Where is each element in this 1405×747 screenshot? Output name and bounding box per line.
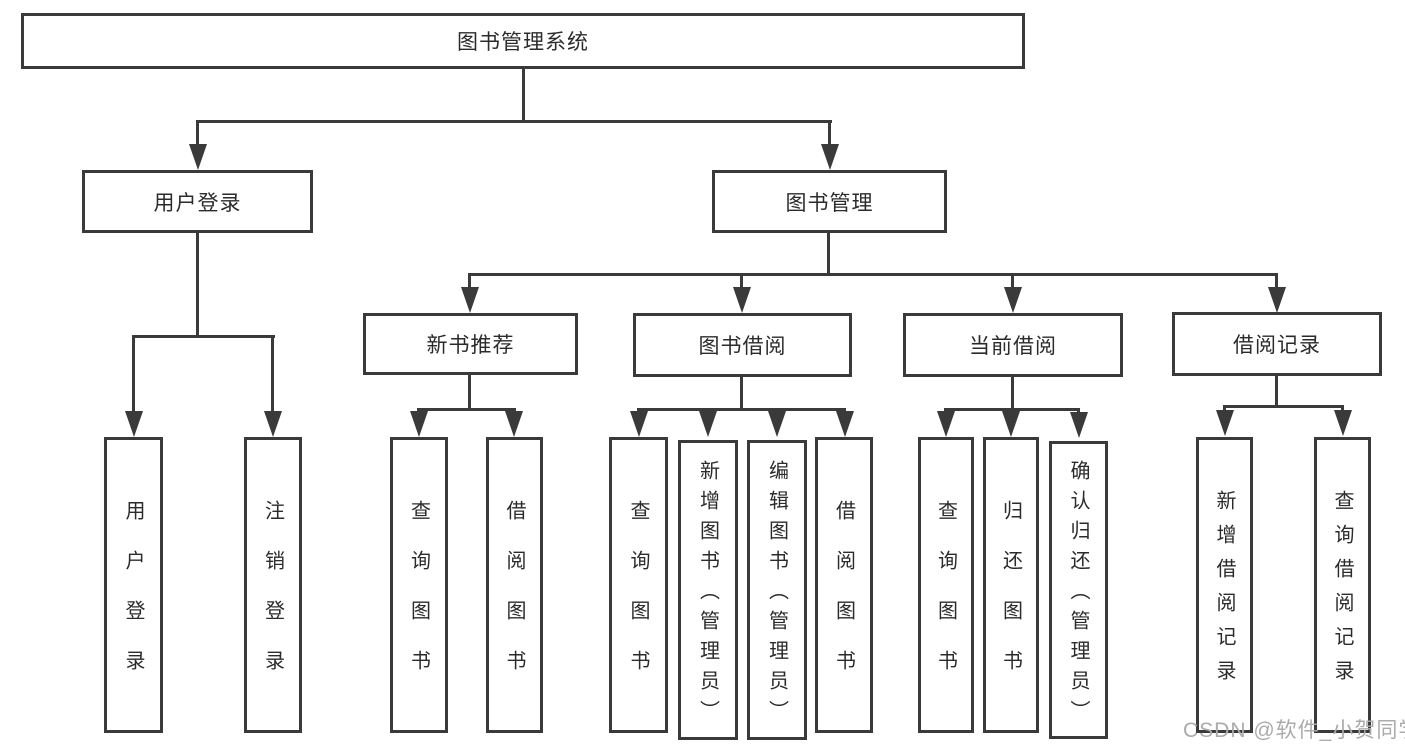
node-leaf-borrow-books: 借阅图书 [815,437,873,733]
node-library-system: 图书管理系统 [21,13,1025,69]
node-leaf-return-books: 归还图书 [983,437,1039,733]
arrowhead-down-icon [836,411,854,437]
node-leaf-edit-books-admin: 编辑图书（管理员） [747,440,807,740]
arrowhead-down-icon [410,411,428,437]
node-label: 借阅记录 [1233,334,1321,357]
node-new-book-recommend: 新书推荐 [363,313,578,375]
connector-line [1011,273,1014,289]
arrowhead-down-icon [699,411,717,437]
node-label: 确认归还（管理员） [1067,460,1089,730]
node-current-borrow: 当前借阅 [903,313,1123,377]
node-label: 归还图书 [999,500,1022,700]
node-leaf-add-books-admin: 新增图书（管理员） [678,440,738,740]
node-leaf-user-login: 用户登录 [104,437,163,733]
node-label: 图书管理系统 [457,31,589,54]
node-label: 查询图书 [934,500,957,700]
connector-line [1275,273,1278,289]
node-leaf-add-borrow-record: 新增借阅记录 [1196,437,1253,733]
arrowhead-down-icon [461,287,479,313]
connector-line [637,408,846,411]
connector-line [828,120,831,146]
arrowhead-down-icon [768,411,786,437]
arrowhead-down-icon [264,411,282,437]
connector-line [1011,377,1014,408]
arrowhead-down-icon [125,411,143,437]
node-leaf-query-books: 查询图书 [918,437,974,733]
node-label: 图书借阅 [698,335,787,358]
node-label: 查询图书 [627,500,649,700]
node-label: 图书管理 [785,191,874,215]
arrowhead-down-icon [733,287,751,313]
arrowhead-down-icon [1004,287,1022,313]
connector-line [827,233,830,273]
arrowhead-down-icon [1070,412,1088,438]
connector-line [468,375,471,408]
node-leaf-borrow-books: 借阅图书 [486,437,543,733]
connector-line [196,120,832,123]
arrowhead-down-icon [821,144,839,170]
node-label: 当前借阅 [969,335,1057,358]
node-label: 新书推荐 [426,334,515,357]
node-book-management: 图书管理 [712,170,947,233]
arrowhead-down-icon [1334,410,1352,436]
connector-line [196,233,199,335]
node-label: 查询图书 [407,500,430,700]
node-user-login: 用户登录 [82,170,313,233]
node-label: 借阅图书 [503,500,525,700]
arrowhead-down-icon [630,411,648,437]
connector-line [132,335,275,338]
node-book-borrow: 图书借阅 [633,313,852,377]
connector-line [196,120,199,146]
arrowhead-down-icon [937,411,955,437]
connector-line [740,273,743,289]
node-leaf-query-books: 查询图书 [390,437,448,733]
connector-line [740,377,743,408]
node-leaf-query-books: 查询图书 [609,437,668,733]
connector-line [271,335,274,413]
connector-line [522,69,525,120]
node-label: 查询借阅记录 [1331,490,1353,694]
connector-line [1275,376,1278,406]
connector-line [417,408,516,411]
watermark: CSDN @软件_小贺同学 [1183,719,1405,742]
node-label: 新增借阅记录 [1213,490,1235,694]
connector-line [468,273,1278,276]
node-leaf-confirm-return-admin: 确认归还（管理员） [1049,441,1108,739]
node-label: 借阅图书 [832,500,855,700]
arrowhead-down-icon [189,144,207,170]
connector-line [944,408,1080,411]
connector-line [468,273,471,289]
arrowhead-down-icon [505,411,523,437]
node-label: 编辑图书（管理员） [765,460,788,730]
arrowhead-down-icon [1268,287,1286,313]
node-leaf-logout: 注销登录 [244,437,302,733]
connector-line [1223,405,1344,408]
arrowhead-down-icon [1216,410,1234,436]
node-label: 用户登录 [122,500,144,700]
connector-line [132,335,135,413]
arrowhead-down-icon [1002,411,1020,437]
node-label: 用户登录 [153,191,242,215]
node-label: 新增图书（管理员） [696,460,719,730]
node-leaf-query-borrow-record: 查询借阅记录 [1314,437,1371,733]
node-label: 注销登录 [261,500,284,700]
node-borrow-records: 借阅记录 [1172,312,1382,376]
connector-line [1223,405,1226,413]
connector-line [1341,405,1344,413]
